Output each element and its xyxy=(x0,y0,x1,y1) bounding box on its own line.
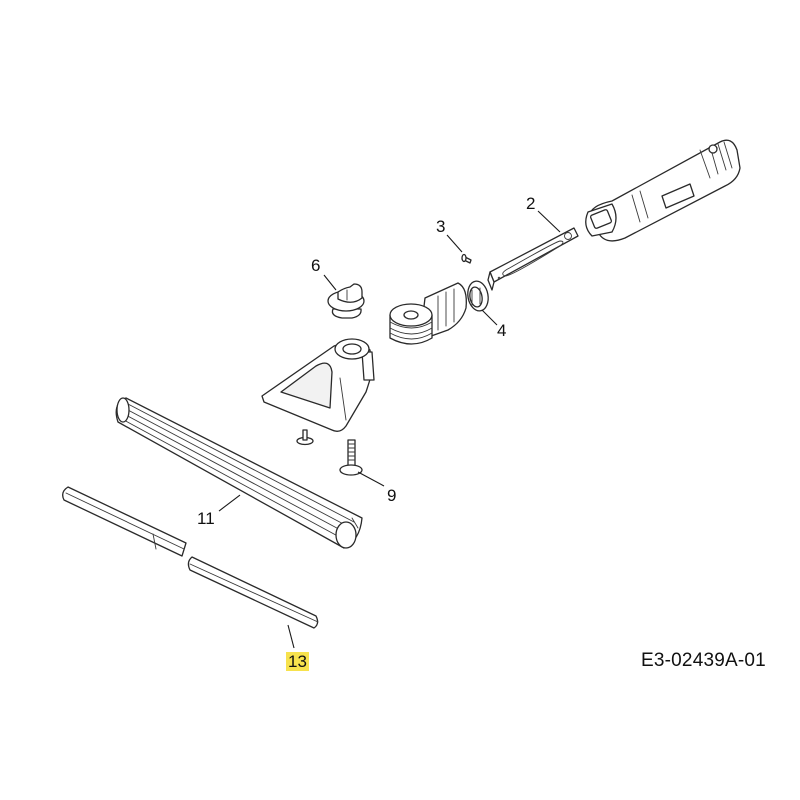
callout-2[interactable]: 2 xyxy=(526,194,536,213)
leader-4 xyxy=(481,309,498,326)
callout-11[interactable]: 11 xyxy=(197,509,215,528)
handle-grip-part[interactable] xyxy=(585,139,741,242)
callout-4[interactable]: 4 xyxy=(497,321,507,340)
leader-9 xyxy=(357,471,385,487)
part-11-ribbed-roller[interactable] xyxy=(115,397,363,549)
callout-9[interactable]: 9 xyxy=(387,486,397,505)
part-4-ring-bushing[interactable] xyxy=(466,279,491,312)
joint-hub-part[interactable] xyxy=(389,282,467,345)
part-2-slotted-bar[interactable] xyxy=(487,227,579,291)
leader-13 xyxy=(287,624,295,649)
part-6-wing-knob[interactable] xyxy=(327,283,365,319)
callout-3[interactable]: 3 xyxy=(436,217,446,236)
squeegee-head-part[interactable] xyxy=(261,338,375,432)
part-9-bolt[interactable] xyxy=(339,439,363,476)
leader-11 xyxy=(218,494,241,512)
leader-6 xyxy=(323,274,337,291)
leader-2 xyxy=(537,210,561,233)
diagram-reference-code: E3-02439A-01 xyxy=(641,650,766,671)
part-13-blade-strip[interactable] xyxy=(62,486,319,629)
callout-13-highlighted[interactable]: 13 xyxy=(286,652,309,671)
small-stud-part[interactable] xyxy=(296,429,314,446)
part-3-pin-screw[interactable] xyxy=(461,253,472,264)
leader-3 xyxy=(446,234,463,253)
callout-6[interactable]: 6 xyxy=(311,256,321,275)
